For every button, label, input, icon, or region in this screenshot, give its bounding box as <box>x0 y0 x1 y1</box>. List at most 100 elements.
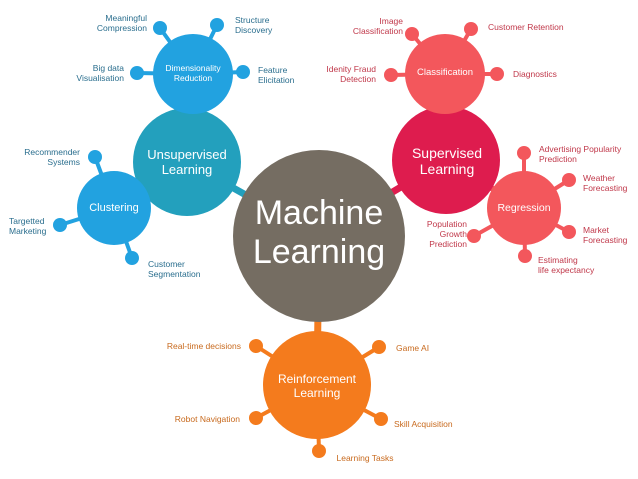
leaf-text: Elicitation <box>258 75 295 86</box>
leaf-text: Weather <box>583 173 615 183</box>
leaf-text: Real-time decisions <box>166 341 241 351</box>
reinforcement-line2: Learning <box>293 385 341 400</box>
leaf-text: Forecasting <box>583 235 628 246</box>
dimensionality-node-label: Dimensionality Reduction <box>150 63 236 84</box>
leaf-idenity-fraud-detection: Idenity Fraud Detection <box>326 64 376 84</box>
leaf-text: Skill Acquisition <box>394 419 453 429</box>
dot-idenity-fraud-detection <box>384 68 398 82</box>
leaf-learning-tasks: Learning Tasks <box>325 453 405 463</box>
dot-feature-elicitation <box>236 65 250 79</box>
center-line1: Machine <box>254 194 384 232</box>
leaf-targetted-marketing: Targetted Marketing <box>9 216 46 236</box>
dimensionality-line2: Reduction <box>173 72 213 83</box>
dot-advertising-popularity-prediction <box>517 146 531 160</box>
leaf-diagnostics: Diagnostics <box>513 69 557 79</box>
leaf-big-data-visualisation: Big data Visualisation <box>76 63 124 83</box>
reinforcement-node <box>263 331 371 439</box>
dot-customer-segmentation <box>125 251 139 265</box>
leaf-real-time-decisions: Real-time decisions <box>167 341 241 351</box>
leaf-population-growth-prediction: Population Growth Prediction <box>427 219 467 250</box>
leaf-customer-segmentation: Customer Segmentation <box>148 259 200 279</box>
classification-node-label: Classification <box>405 67 485 79</box>
leaf-advertising-popularity-prediction: Advertising Popularity Prediction <box>539 144 621 164</box>
leaf-text: Advertising Popularity <box>539 144 622 154</box>
leaf-text: Classification <box>352 26 403 37</box>
leaf-text: Customer Retention <box>488 22 564 32</box>
dot-structure-discovery <box>210 18 224 32</box>
classification-label: Classification <box>417 67 473 78</box>
leaf-text: Meaningful <box>105 13 147 23</box>
dot-targetted-marketing <box>53 218 67 232</box>
leaf-customer-retention: Customer Retention <box>488 22 564 32</box>
leaf-text: Visualisation <box>76 73 124 84</box>
leaf-market-forecasting: Market Forecasting <box>583 225 627 245</box>
dot-real-time-decisions <box>249 339 263 353</box>
leaf-text: Robot Navigation <box>174 414 240 424</box>
dot-diagnostics <box>490 67 504 81</box>
leaf-text: life expectancy <box>538 265 595 276</box>
leaf-text: Customer <box>148 259 185 269</box>
leaf-skill-acquisition: Skill Acquisition <box>394 419 453 429</box>
leaf-meaningful-compression: Meaningful Compression <box>97 13 147 33</box>
unsupervised-line2: Learning <box>161 161 213 177</box>
leaf-text: Discovery <box>235 25 273 36</box>
leaf-text: Targetted <box>9 216 45 226</box>
dot-robot-navigation <box>249 411 263 425</box>
leaf-text: Image <box>379 16 403 26</box>
regression-label: Regression <box>497 202 551 214</box>
leaf-text: Segmentation <box>148 269 201 280</box>
leaf-text: Prediction <box>539 154 577 165</box>
leaf-text: Growth <box>439 229 467 240</box>
leaf-text: Big data <box>92 63 124 73</box>
leaf-recommender-systems: Recommender Systems <box>24 147 80 167</box>
leaf-text: Detection <box>340 74 376 85</box>
classification-node <box>405 34 485 114</box>
center-node <box>233 150 405 322</box>
supervised-node <box>392 106 500 214</box>
leaf-text: Systems <box>47 157 80 168</box>
unsupervised-node-label: Unsupervised Learning <box>132 147 242 178</box>
leaf-text: Learning Tasks <box>336 453 394 463</box>
leaf-weather-forecasting: Weather Forecasting <box>583 173 627 193</box>
dot-learning-tasks <box>312 444 326 458</box>
clustering-node-label: Clustering <box>76 202 152 215</box>
leaf-text: Compression <box>96 23 147 34</box>
dot-weather-forecasting <box>562 173 576 187</box>
dimensionality-line1: Dimensionality <box>165 63 221 73</box>
dot-meaningful-compression <box>153 21 167 35</box>
dot-population-growth-prediction <box>467 229 481 243</box>
supervised-node-label: Supervised Learning <box>392 145 502 177</box>
leaf-game-ai: Game AI <box>396 343 429 353</box>
dot-big-data-visualisation <box>130 66 144 80</box>
leaf-text: Game AI <box>396 343 430 353</box>
dot-skill-acquisition <box>374 412 388 426</box>
leaf-text: Forecasting <box>583 183 628 194</box>
reinforcement-line1: Reinforcement <box>277 372 357 386</box>
clustering-label: Clustering <box>89 202 139 214</box>
dot-game-ai <box>372 340 386 354</box>
dot-market-forecasting <box>562 225 576 239</box>
leaf-robot-navigation: Robot Navigation <box>175 414 240 424</box>
leaf-feature-elicitation: Feature Elicitation <box>258 65 294 85</box>
leaf-text: Market <box>583 225 609 235</box>
dot-image-classification <box>405 27 419 41</box>
leaf-text: Idenity Fraud <box>326 64 376 74</box>
center-node-label: Machine Learning <box>234 194 404 272</box>
dimensionality-node <box>153 34 233 114</box>
clustering-node <box>77 171 151 245</box>
dot-customer-retention <box>464 22 478 36</box>
leaf-structure-discovery: Structure Discovery <box>235 15 272 35</box>
leaf-text: Population <box>426 219 467 229</box>
leaf-text: Structure <box>235 15 270 25</box>
regression-node-label: Regression <box>487 202 561 214</box>
supervised-line1: Supervised <box>411 145 483 161</box>
regression-node <box>487 171 561 245</box>
unsupervised-node <box>133 108 241 216</box>
leaf-text: Prediction <box>429 239 467 250</box>
unsupervised-line1: Unsupervised <box>147 147 227 162</box>
leaf-estimating-life-expectancy: Estimating life expectancy <box>538 255 594 275</box>
reinforcement-node-label: Reinforcement Learning <box>262 372 372 401</box>
leaf-text: Diagnostics <box>513 69 557 79</box>
